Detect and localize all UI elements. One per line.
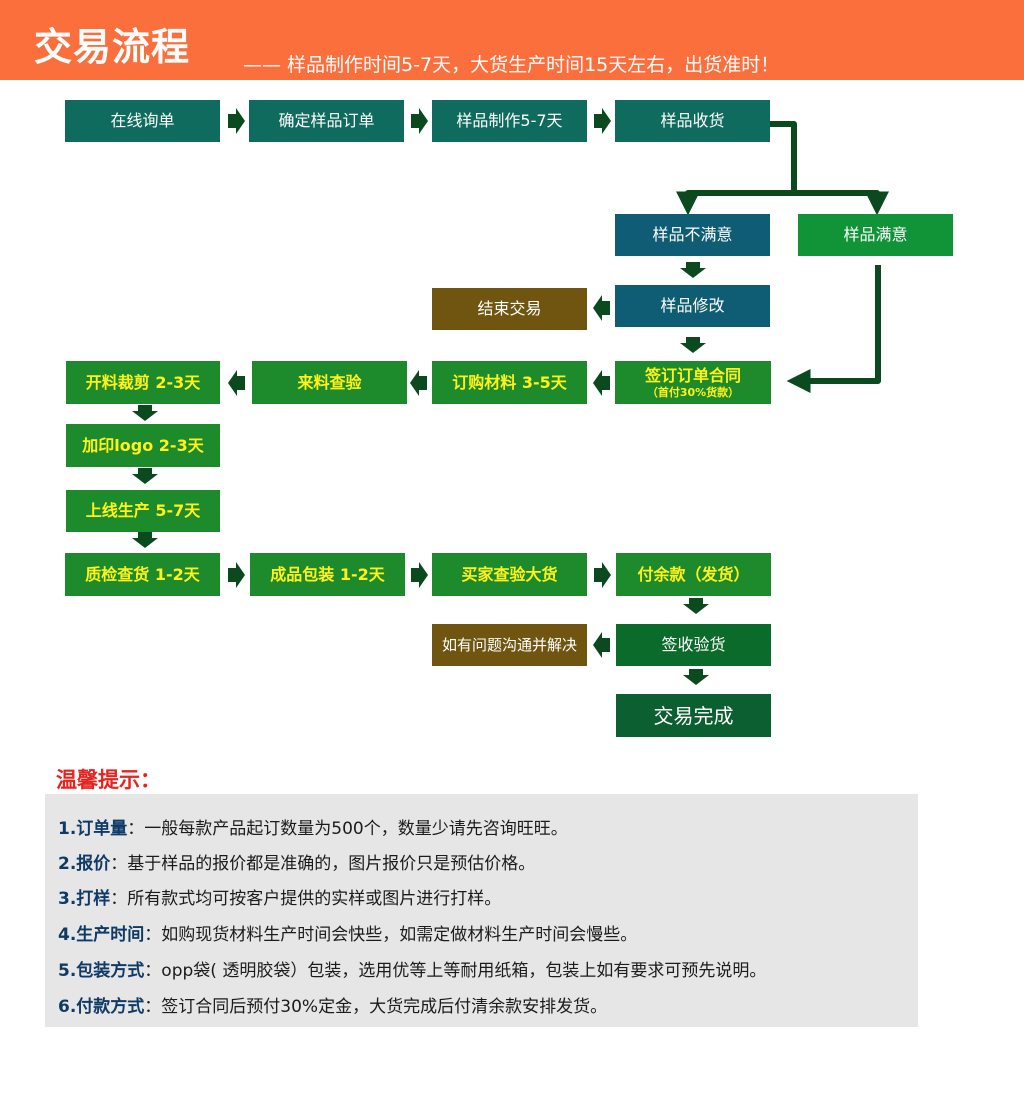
- step-sample-satisfied: 样品满意: [798, 214, 953, 256]
- arrow-left-icon: [593, 632, 610, 658]
- tips-panel: [45, 794, 918, 1027]
- tip-item: 1.订单量：一般每款产品起订数量为500个，数量少请先咨询旺旺。: [58, 814, 568, 839]
- tip-text: ：opp袋( 透明胶袋）包装，选用优等上等耐用纸箱，包装上如有要求可预先说明。: [144, 961, 767, 981]
- step-sample-receipt: 样品收货: [615, 100, 770, 142]
- tip-label: 6.付款方式: [58, 997, 145, 1017]
- sign-contract-label: 签订订单合同: [644, 366, 741, 386]
- arrow-down-icon: [683, 669, 709, 685]
- tip-label: 4.生产时间: [58, 925, 145, 945]
- tip-text: ：所有款式均可按客户提供的实样或图片进行打样。: [110, 889, 502, 909]
- satisfied-connector: [786, 265, 881, 393]
- arrow-right-icon: [594, 108, 611, 134]
- tip-text: ：如购现货材料生产时间会快些，如需定做材料生产时间会慢些。: [144, 925, 638, 945]
- page-title: 交易流程: [34, 25, 191, 69]
- arrow-down-icon: [132, 468, 158, 484]
- step-online-inquiry: 在线询单: [65, 100, 220, 142]
- step-incoming-inspection: 来料查验: [252, 361, 407, 404]
- arrow-right-icon: [594, 562, 611, 588]
- arrow-right-icon: [228, 108, 245, 134]
- arrow-left-icon: [228, 370, 245, 396]
- step-print-logo: 加印logo 2-3天: [66, 424, 220, 467]
- step-sample-revise: 样品修改: [615, 285, 770, 327]
- step-issue-resolve: 如有问题沟通并解决: [432, 624, 587, 666]
- sign-contract-note: （首付30%货款）: [646, 385, 740, 399]
- step-packaging: 成品包装 1-2天: [250, 553, 405, 596]
- step-sample-making: 样品制作5-7天: [432, 100, 587, 142]
- page-subtitle: —— 样品制作时间5-7天，大货生产时间15天左右，出货准时！: [243, 54, 780, 76]
- tip-item: 5.包装方式：opp袋( 透明胶袋）包装，选用优等上等耐用纸箱，包装上如有要求可…: [58, 956, 766, 981]
- branch-connector: [794, 190, 889, 216]
- tip-label: 2.报价: [58, 854, 111, 874]
- tip-label: 3.打样: [58, 889, 111, 909]
- tip-text: ：基于样品的报价都是准确的，图片报价只是预估价格。: [110, 854, 536, 874]
- tip-label: 5.包装方式: [58, 961, 145, 981]
- arrow-down-icon: [132, 405, 158, 421]
- step-pay-balance: 付余款（发货）: [616, 553, 771, 596]
- header-banner: 交易流程 —— 样品制作时间5-7天，大货生产时间15天左右，出货准时！: [0, 0, 1024, 80]
- tip-item: 6.付款方式：签订合同后预付30%定金，大货完成后付清余款安排发货。: [58, 992, 607, 1017]
- arrow-down-icon: [680, 262, 706, 278]
- tip-item: 2.报价：基于样品的报价都是准确的，图片报价只是预估价格。: [58, 849, 535, 874]
- arrow-left-icon: [593, 370, 610, 396]
- step-quality-check: 质检查货 1-2天: [65, 553, 220, 596]
- step-sign-contract: 签订订单合同 （首付30%货款）: [615, 361, 771, 404]
- step-buyer-inspection: 买家查验大货: [432, 553, 587, 596]
- tip-item: 4.生产时间：如购现货材料生产时间会快些，如需定做材料生产时间会慢些。: [58, 920, 637, 945]
- step-end-trade: 结束交易: [432, 288, 587, 330]
- step-sample-unsatisfied: 样品不满意: [615, 214, 770, 256]
- step-cutting: 开料裁剪 2-3天: [66, 361, 220, 404]
- arrow-left-icon: [593, 295, 610, 321]
- tips-title: 温馨提示：: [56, 768, 161, 792]
- tip-text: ：签订合同后预付30%定金，大货完成后付清余款安排发货。: [144, 997, 608, 1017]
- tip-text: ：一般每款产品起订数量为500个，数量少请先咨询旺旺。: [127, 819, 568, 839]
- arrow-down-icon: [683, 598, 709, 614]
- step-confirm-sample-order: 确定样品订单: [249, 100, 404, 142]
- arrow-right-icon: [411, 108, 428, 134]
- arrow-down-icon: [680, 337, 706, 353]
- tip-label: 1.订单量: [58, 819, 128, 839]
- step-order-materials: 订购材料 3-5天: [432, 361, 587, 404]
- tip-item: 3.打样：所有款式均可按客户提供的实样或图片进行打样。: [58, 884, 501, 909]
- arrow-left-icon: [410, 370, 427, 396]
- arrow-right-icon: [411, 562, 428, 588]
- step-production: 上线生产 5-7天: [66, 490, 220, 532]
- step-trade-complete: 交易完成: [616, 694, 771, 737]
- step-receive-goods: 签收验货: [616, 624, 771, 666]
- arrow-right-icon: [228, 562, 245, 588]
- arrow-down-icon: [132, 532, 158, 548]
